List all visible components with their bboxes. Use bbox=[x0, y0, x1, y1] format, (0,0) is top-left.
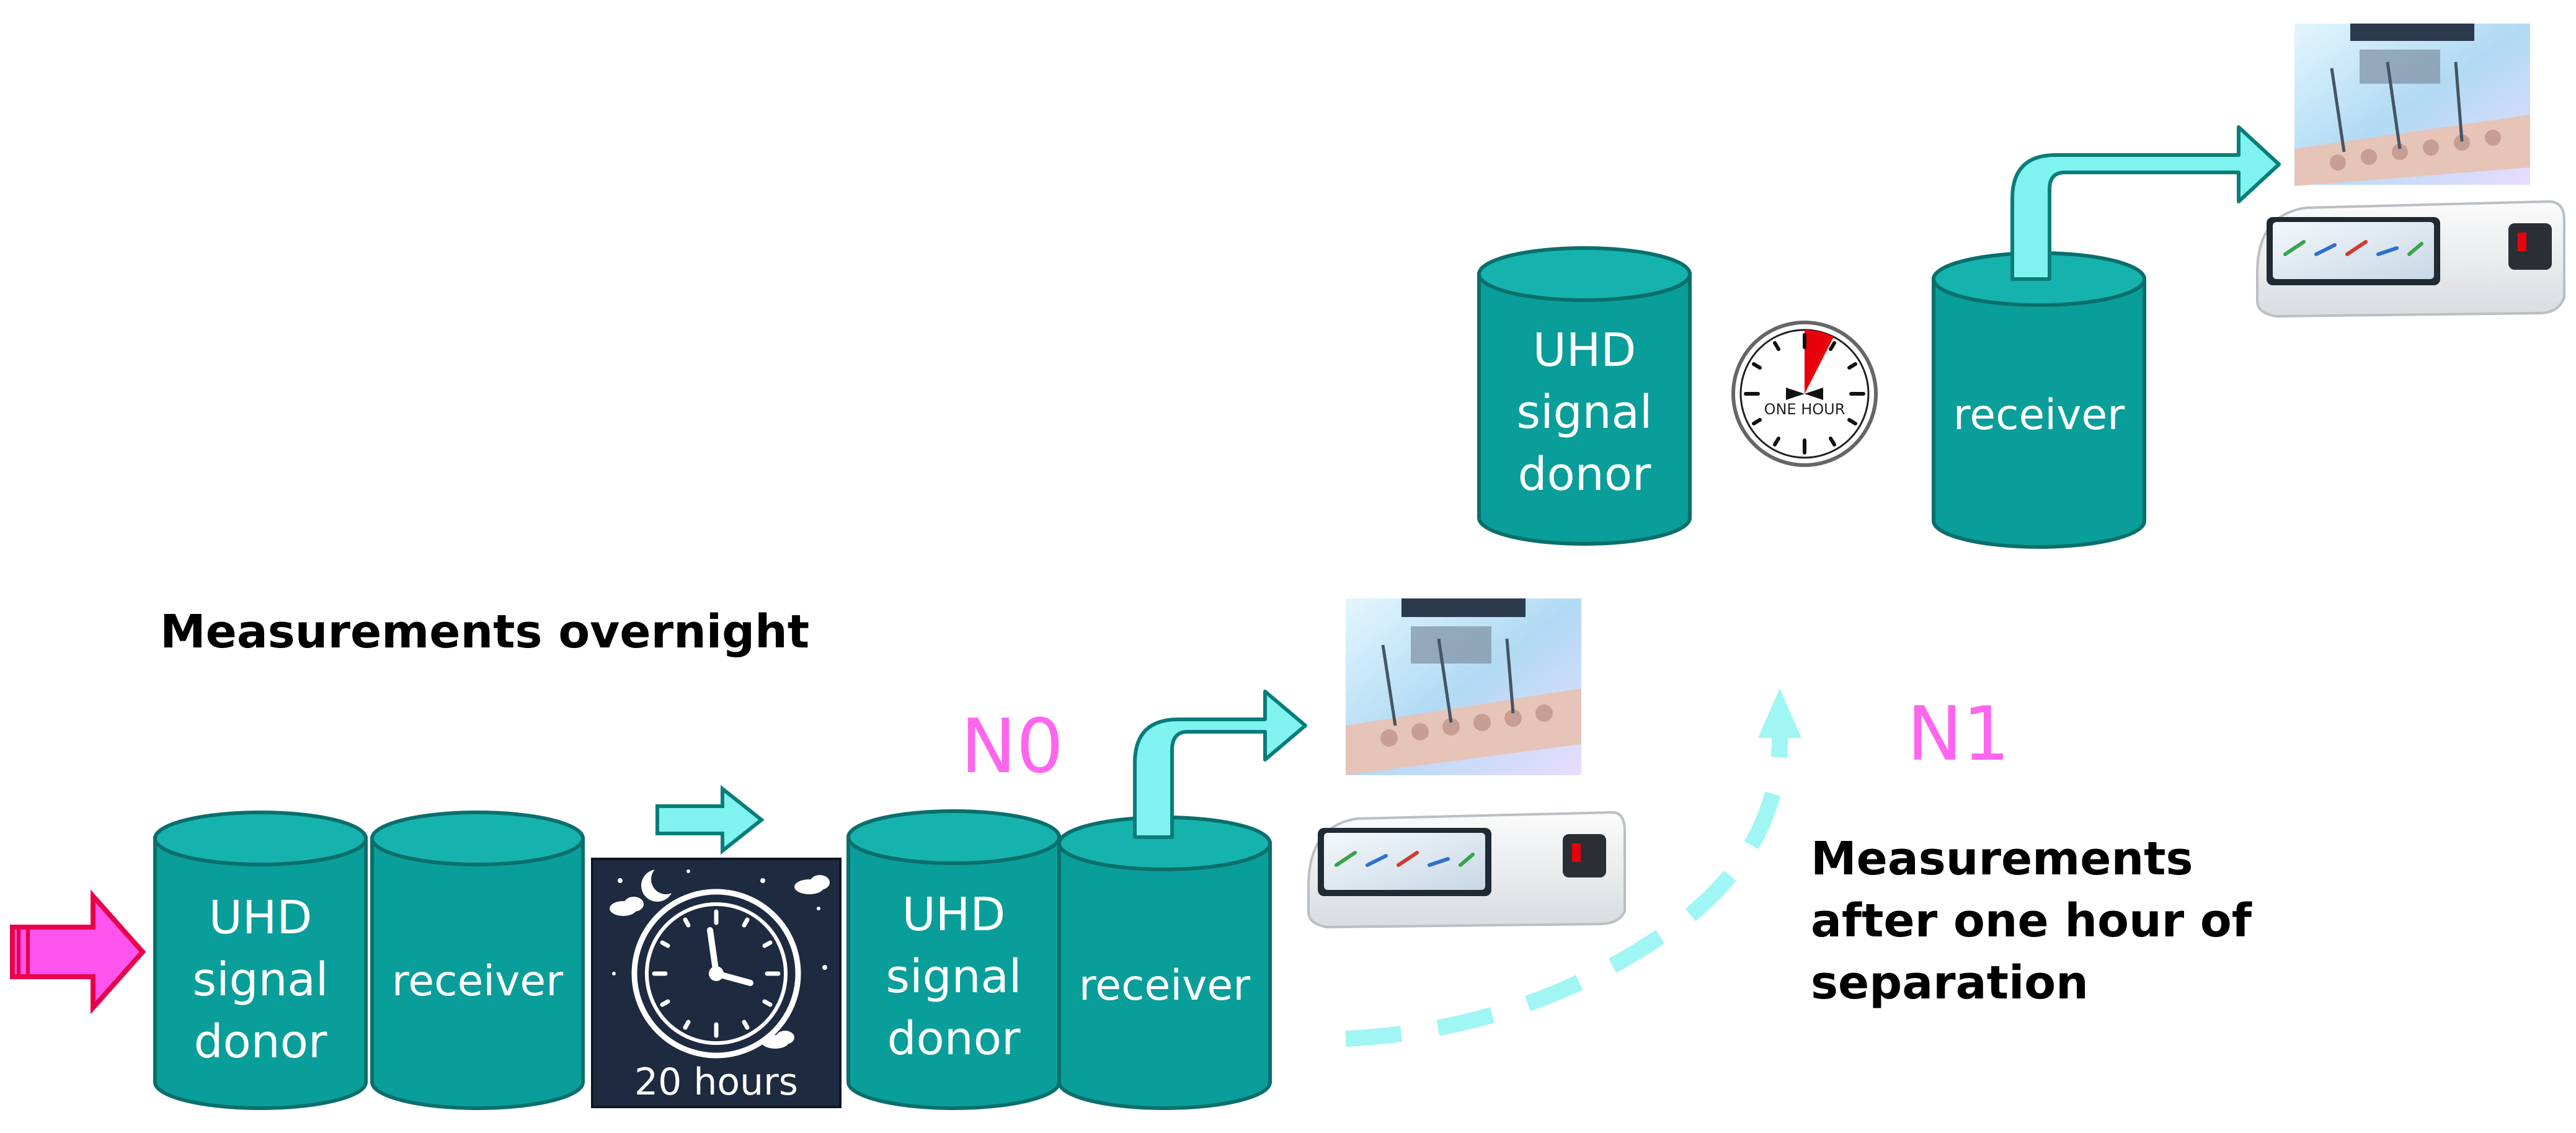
cylinder-middle-receiver: receiver bbox=[1057, 815, 1272, 1110]
dashed-curved-arrow-icon bbox=[1345, 688, 1801, 1047]
analyzer-device-icon bbox=[1307, 811, 1626, 929]
lab-instrument-icon bbox=[1346, 598, 1581, 775]
clock-icon bbox=[631, 889, 801, 1059]
night-panel: 20 hours bbox=[591, 858, 842, 1108]
crescent-moon-icon bbox=[641, 864, 681, 902]
label-n1: N1 bbox=[1907, 691, 2010, 778]
stopwatch-icon: ONE HOUR bbox=[1731, 321, 1878, 467]
cylinder-top-donor: UHD signal donor bbox=[1477, 246, 1692, 546]
heading-after-separation-line-3: separation bbox=[1811, 956, 2089, 1010]
cylinder-bottom-donor-line-3: donor bbox=[194, 1015, 327, 1069]
cyan-bent-arrow-icon bbox=[1133, 690, 1307, 839]
cylinder-bottom-receiver-label: receiver bbox=[392, 957, 563, 1006]
heading-overnight: Measurements overnight bbox=[160, 605, 809, 659]
cylinder-bottom-donor: UHD signal donor bbox=[153, 811, 368, 1110]
cloud-icon bbox=[610, 875, 830, 1049]
cylinder-bottom-donor-line-1: UHD bbox=[209, 891, 313, 944]
label-n0: N0 bbox=[961, 704, 1064, 790]
stopwatch-label: ONE HOUR bbox=[1764, 401, 1845, 418]
analyzer-device-icon bbox=[2256, 200, 2565, 318]
cylinder-middle-donor-line-2: signal bbox=[886, 950, 1022, 1003]
cylinder-top-donor-line-1: UHD bbox=[1533, 324, 1637, 377]
heading-after-separation: Measurements after one hour of separatio… bbox=[1811, 832, 2252, 1010]
cyan-bent-arrow-icon bbox=[2010, 125, 2281, 281]
lab-instrument-icon bbox=[2294, 24, 2530, 186]
cylinder-top-donor-line-3: donor bbox=[1518, 448, 1651, 501]
cylinder-middle-receiver-label: receiver bbox=[1079, 961, 1250, 1010]
pink-right-arrow-icon bbox=[10, 889, 146, 1015]
cylinder-middle-donor: UHD signal donor bbox=[846, 809, 1061, 1110]
cyan-right-arrow-icon bbox=[655, 784, 765, 855]
heading-after-separation-line-1: Measurements bbox=[1811, 832, 2193, 886]
cylinder-middle-donor-line-1: UHD bbox=[902, 888, 1006, 941]
cylinder-bottom-receiver: receiver bbox=[370, 811, 585, 1110]
cylinder-top-donor-line-2: signal bbox=[1517, 386, 1653, 439]
cylinder-top-receiver-label: receiver bbox=[1953, 391, 2125, 440]
cylinder-middle-donor-line-3: donor bbox=[887, 1012, 1021, 1065]
cylinder-bottom-donor-line-2: signal bbox=[193, 953, 329, 1006]
night-panel-duration: 20 hours bbox=[634, 1060, 798, 1104]
heading-after-separation-line-2: after one hour of bbox=[1811, 894, 2252, 948]
cylinder-top-receiver: receiver bbox=[1932, 251, 2146, 549]
